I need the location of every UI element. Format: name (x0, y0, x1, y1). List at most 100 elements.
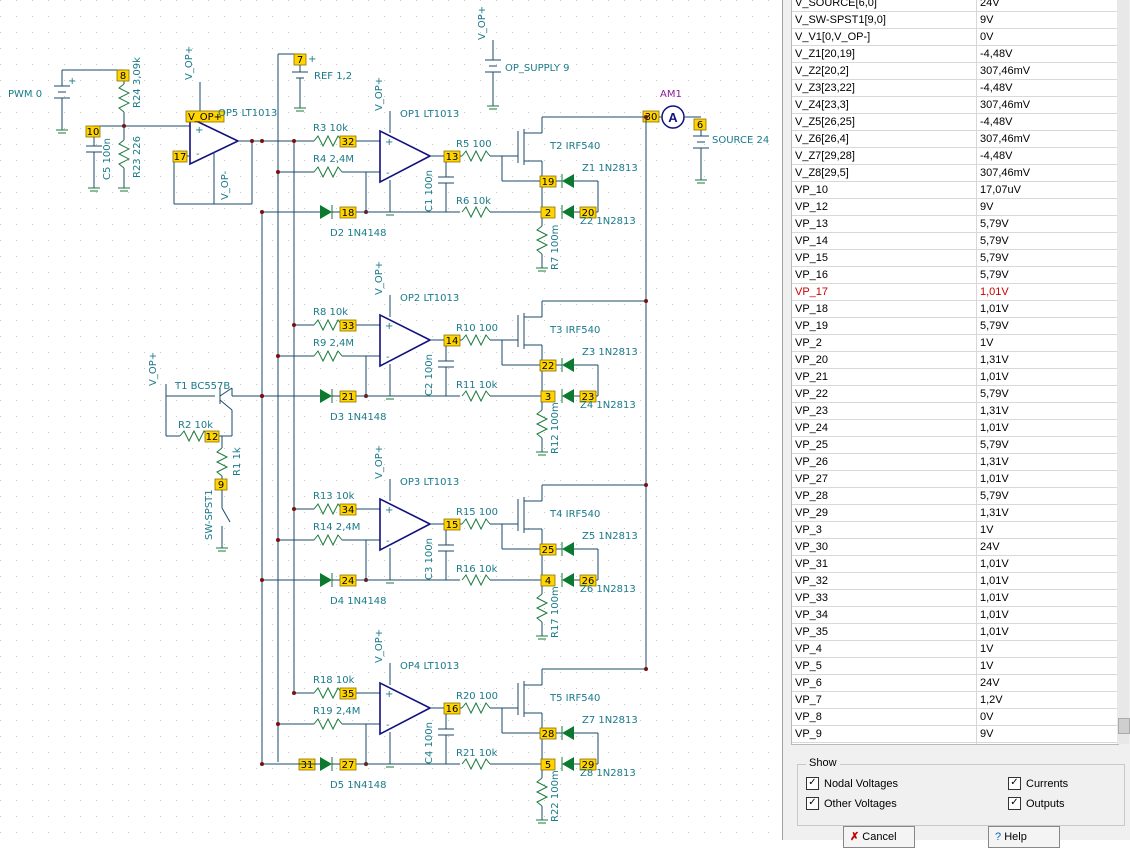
r-source-label: R6 10k (456, 196, 491, 207)
result-value: -4,48V (980, 150, 1013, 162)
nodal-voltages-checkbox[interactable]: ✓Nodal Voltages (806, 777, 898, 790)
op-vplus: V_OP+ (374, 445, 385, 479)
table-row[interactable]: VP_V_OP-0V (792, 743, 1118, 744)
table-row[interactable]: V_V1[0,V_OP-]0V (792, 29, 1118, 46)
cancel-label: Cancel (862, 831, 897, 843)
zener-b-label: Z4 1N2813 (580, 400, 636, 411)
result-name: VP_23 (792, 403, 977, 419)
table-row[interactable]: V_Z4[23,3]307,46mV (792, 97, 1118, 114)
result-name: V_Z4[23,3] (792, 97, 977, 113)
result-name: V_Z6[26,4] (792, 131, 977, 147)
zener-a-label: Z7 1N2813 (582, 715, 638, 726)
result-name: VP_12 (792, 199, 977, 215)
node-source: 5 (545, 760, 551, 771)
result-value: 1,01V (980, 286, 1009, 298)
table-row[interactable]: V_Z6[26,4]307,46mV (792, 131, 1118, 148)
help-label: Help (1004, 831, 1027, 843)
result-value: -4,48V (980, 82, 1013, 94)
result-value: 1,01V (980, 422, 1009, 434)
node-out: 15 (446, 520, 459, 531)
op5-vop-node: V_OP+ (188, 112, 222, 123)
result-name: VP_6 (792, 675, 977, 691)
other-check[interactable]: ✓ (806, 797, 819, 810)
result-value: 9V (980, 201, 994, 213)
node-17: 17 (174, 152, 187, 163)
result-name: VP_V_OP- (792, 743, 977, 744)
result-name: VP_20 (792, 352, 977, 368)
outputs-check[interactable]: ✓ (1008, 797, 1021, 810)
result-value: 24V (980, 541, 1000, 553)
currents-checkbox[interactable]: ✓Currents (1008, 777, 1068, 790)
currents-check[interactable]: ✓ (1008, 777, 1021, 790)
result-name: V_Z8[29,5] (792, 165, 977, 181)
table-row[interactable]: V_SOURCE[6,0]24V (792, 0, 1118, 12)
result-value: 1V (980, 660, 994, 672)
node-out: 13 (446, 152, 459, 163)
op-plus: + (385, 321, 393, 332)
result-name: V_SW-SPST1[9,0] (792, 12, 977, 28)
outputs-checkbox[interactable]: ✓Outputs (1008, 797, 1065, 810)
result-name: VP_31 (792, 556, 977, 572)
op-label: OP1 LT1013 (400, 109, 459, 120)
node-out: 16 (446, 704, 459, 715)
table-row[interactable]: V_Z8[29,5]307,46mV (792, 165, 1118, 182)
table-row[interactable]: V_SW-SPST1[9,0]9V (792, 12, 1118, 29)
am1-label: AM1 (660, 89, 682, 100)
result-name: VP_22 (792, 386, 977, 402)
node-in: 32 (342, 137, 355, 148)
pwm-source-symbol: + (54, 69, 124, 134)
result-value: 1,01V (980, 626, 1009, 638)
op-plus: + (385, 505, 393, 516)
scrollbar-thumb[interactable] (1118, 718, 1130, 734)
help-button[interactable]: ? Help (988, 826, 1060, 848)
table-row[interactable]: V_Z5[26,25]-4,48V (792, 114, 1118, 131)
table-row[interactable]: V_Z1[20,19]-4,48V (792, 46, 1118, 63)
result-name: VP_26 (792, 454, 977, 470)
table-row[interactable]: V_Z2[20,2]307,46mV (792, 63, 1118, 80)
node-8: 8 (120, 71, 126, 82)
table-row[interactable]: V_Z7[29,28]-4,48V (792, 148, 1118, 165)
node-30: 30 (645, 112, 658, 123)
results-scrollbar[interactable] (1117, 0, 1130, 744)
table-row[interactable]: V_Z3[23,22]-4,48V (792, 80, 1118, 97)
other-voltages-checkbox[interactable]: ✓Other Voltages (806, 797, 897, 810)
result-value: 1,01V (980, 609, 1009, 621)
cancel-button[interactable]: ✗ Cancel (843, 826, 915, 848)
schematic-canvas[interactable]: + PWM 0 R24 3,09k 8 C5 100n R23 226 10 +… (0, 0, 782, 840)
nodal-check[interactable]: ✓ (806, 777, 819, 790)
